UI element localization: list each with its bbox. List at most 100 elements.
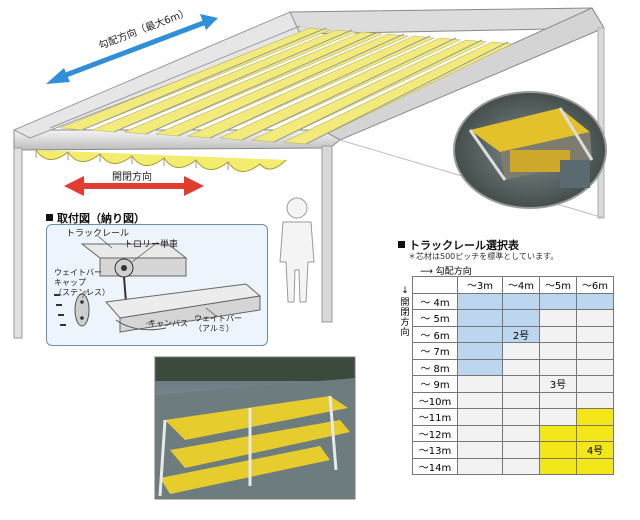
row-header: ～ 6m — [412, 325, 458, 343]
zone-cell — [457, 391, 503, 409]
row-header: ～13m — [412, 441, 458, 459]
selection-note: ＊芯材は500ピッチを標準としています。 — [408, 252, 559, 261]
zone-cell — [457, 292, 503, 310]
mount-title-text: 取付図（納り図） — [57, 212, 145, 225]
zone-cell — [539, 391, 577, 409]
row-header: ～10m — [412, 391, 458, 409]
right-post — [321, 145, 333, 323]
row-header: ～14m — [412, 457, 458, 475]
rooftop-photo — [154, 356, 356, 500]
table-row: ～ 6m 2号 — [412, 325, 614, 343]
folded-canvas — [35, 149, 287, 172]
mount-section-title: 取付図（納り図） — [46, 210, 145, 226]
zone-cell — [576, 424, 614, 442]
row-header: ～ 5m — [412, 309, 458, 327]
zone-cell — [576, 342, 614, 360]
row-header: ～11m — [412, 408, 458, 426]
label-trolley: トロリー単車 — [124, 240, 179, 250]
zone-cell — [502, 424, 540, 442]
zone-cell — [539, 342, 577, 360]
slope-axis: ⟶ 勾配方向 — [420, 264, 472, 277]
zone-cell — [576, 408, 614, 426]
zone-cell — [539, 424, 577, 442]
zone-cell — [539, 441, 577, 459]
zone-cell — [457, 342, 503, 360]
down-arrow-icon: ↓ — [401, 286, 409, 296]
zone-label-no3: 3号 — [539, 375, 577, 393]
zone-cell — [576, 292, 614, 310]
zone-cell — [502, 391, 540, 409]
table-row: ～ 9m 3号 — [412, 375, 614, 393]
table-row: ～ 5m — [412, 309, 614, 327]
zone-label-no4: 4号 — [576, 441, 614, 459]
slope-direction-arrow — [46, 14, 218, 84]
zone-cell — [457, 424, 503, 442]
table-row: ～14m — [412, 457, 614, 475]
table-row: ～10m — [412, 391, 614, 409]
zone-cell — [457, 325, 503, 343]
zone-cell — [502, 292, 540, 310]
table-row: ～ 7m — [412, 342, 614, 360]
bullet-square-icon — [46, 214, 53, 221]
zone-cell — [576, 391, 614, 409]
zone-cell — [539, 358, 577, 376]
zone-cell — [576, 309, 614, 327]
selection-section-title: トラックレール選択表 — [398, 237, 519, 253]
row-header: ～ 4m — [412, 292, 458, 310]
open-direction-label: 開閉方向 — [112, 172, 152, 183]
zone-cell — [457, 441, 503, 459]
zone-cell — [502, 342, 540, 360]
zone-cell — [539, 309, 577, 327]
canvas-strips — [59, 27, 514, 145]
open-direction-arrow — [64, 176, 204, 196]
zone-cell — [457, 358, 503, 376]
zone-cell — [502, 441, 540, 459]
bullet-square-icon-2 — [398, 241, 405, 248]
label-canvas: キャンバス — [148, 319, 188, 328]
zone-cell — [502, 375, 540, 393]
table-row: ～12m — [412, 424, 614, 442]
zone-cell — [539, 325, 577, 343]
table-row: ～ 4m — [412, 292, 614, 310]
label-track-rail: トラックレール — [66, 229, 130, 239]
row-header: ～12m — [412, 424, 458, 442]
col-header: ～3m — [457, 276, 503, 294]
zone-label-no2: 2号 — [502, 325, 540, 343]
table-corner-cell — [412, 276, 458, 294]
zone-cell — [576, 457, 614, 475]
label-weight-cap: ウェイトバー キャップ （ステンレス） — [54, 268, 110, 297]
circular-photo — [453, 91, 607, 209]
zone-cell — [576, 325, 614, 343]
zone-cell — [576, 375, 614, 393]
zone-cell — [457, 375, 503, 393]
zone-cell — [457, 309, 503, 327]
zone-cell — [457, 408, 503, 426]
open-axis-label: 開閉方向 — [400, 298, 410, 338]
mount-drawing — [54, 235, 262, 333]
zone-cell — [502, 358, 540, 376]
col-header: ～5m — [539, 276, 577, 294]
zone-cell — [502, 309, 540, 327]
left-post — [13, 147, 23, 339]
zone-cell — [539, 408, 577, 426]
zone-cell — [576, 358, 614, 376]
table-row: ～11m — [412, 408, 614, 426]
label-weight-bar: ウェイトバー （アルミ） — [194, 314, 242, 333]
zone-cell — [502, 408, 540, 426]
zone-cell — [539, 457, 577, 475]
table-row: ～ 8m — [412, 358, 614, 376]
col-header: ～4m — [502, 276, 540, 294]
person-figure — [279, 197, 315, 303]
selection-title-text: トラックレール選択表 — [409, 239, 519, 252]
zone-cell — [539, 292, 577, 310]
row-header: ～ 8m — [412, 358, 458, 376]
zone-cell — [457, 457, 503, 475]
table-row: ～13m 4号 — [412, 441, 614, 459]
row-header: ～ 9m — [412, 375, 458, 393]
slope-axis-label: 勾配方向 — [435, 267, 472, 277]
zone-cell — [502, 457, 540, 475]
